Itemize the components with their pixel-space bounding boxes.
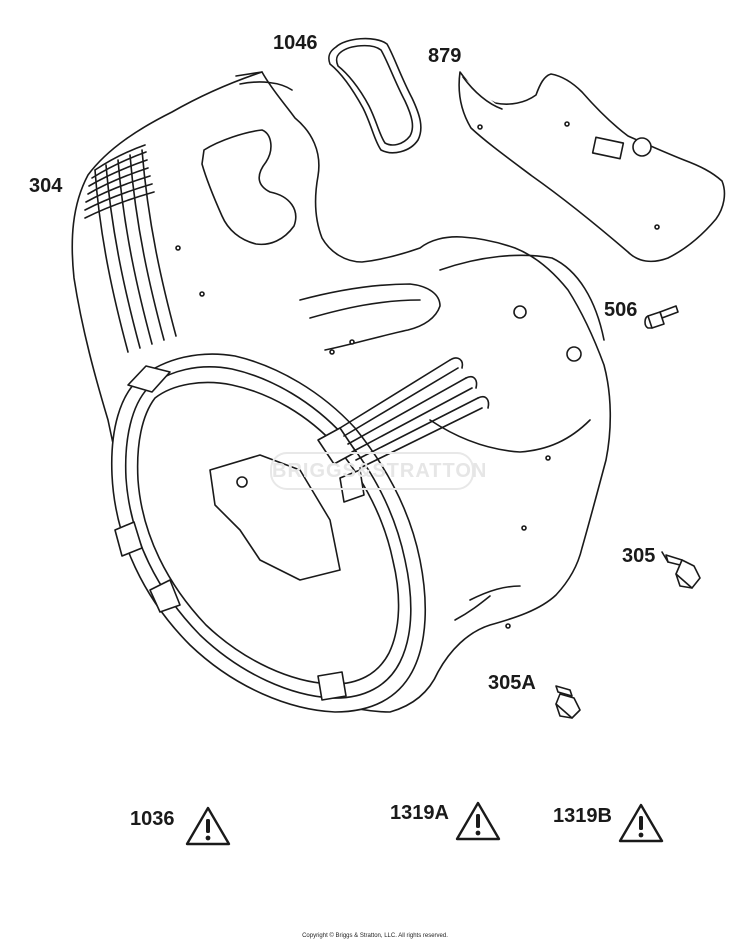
label-1319a: 1319A bbox=[390, 802, 449, 824]
copyright-notice: Copyright © Briggs & Stratton, LLC. All … bbox=[302, 933, 448, 939]
warning-triangle-icon bbox=[185, 806, 231, 846]
label-1046: 1046 bbox=[273, 32, 318, 54]
part-1046-gasket bbox=[328, 37, 422, 154]
part-879-baffle bbox=[458, 71, 726, 263]
part-506-screw bbox=[644, 305, 679, 329]
label-304: 304 bbox=[29, 175, 63, 197]
part-305-bolt bbox=[661, 551, 701, 589]
warning-triangle-icon bbox=[618, 803, 664, 843]
label-1319b: 1319B bbox=[553, 805, 612, 827]
label-879: 879 bbox=[428, 45, 462, 67]
label-506: 506 bbox=[604, 299, 638, 321]
part-305a-bolt bbox=[555, 685, 581, 719]
part-304-blower-housing bbox=[71, 71, 612, 713]
label-305a: 305A bbox=[488, 672, 536, 694]
label-1036: 1036 bbox=[130, 808, 175, 830]
label-305: 305 bbox=[622, 545, 656, 567]
watermark: BRIGGS&STRATTON bbox=[270, 452, 486, 490]
warning-triangle-icon bbox=[455, 801, 501, 841]
